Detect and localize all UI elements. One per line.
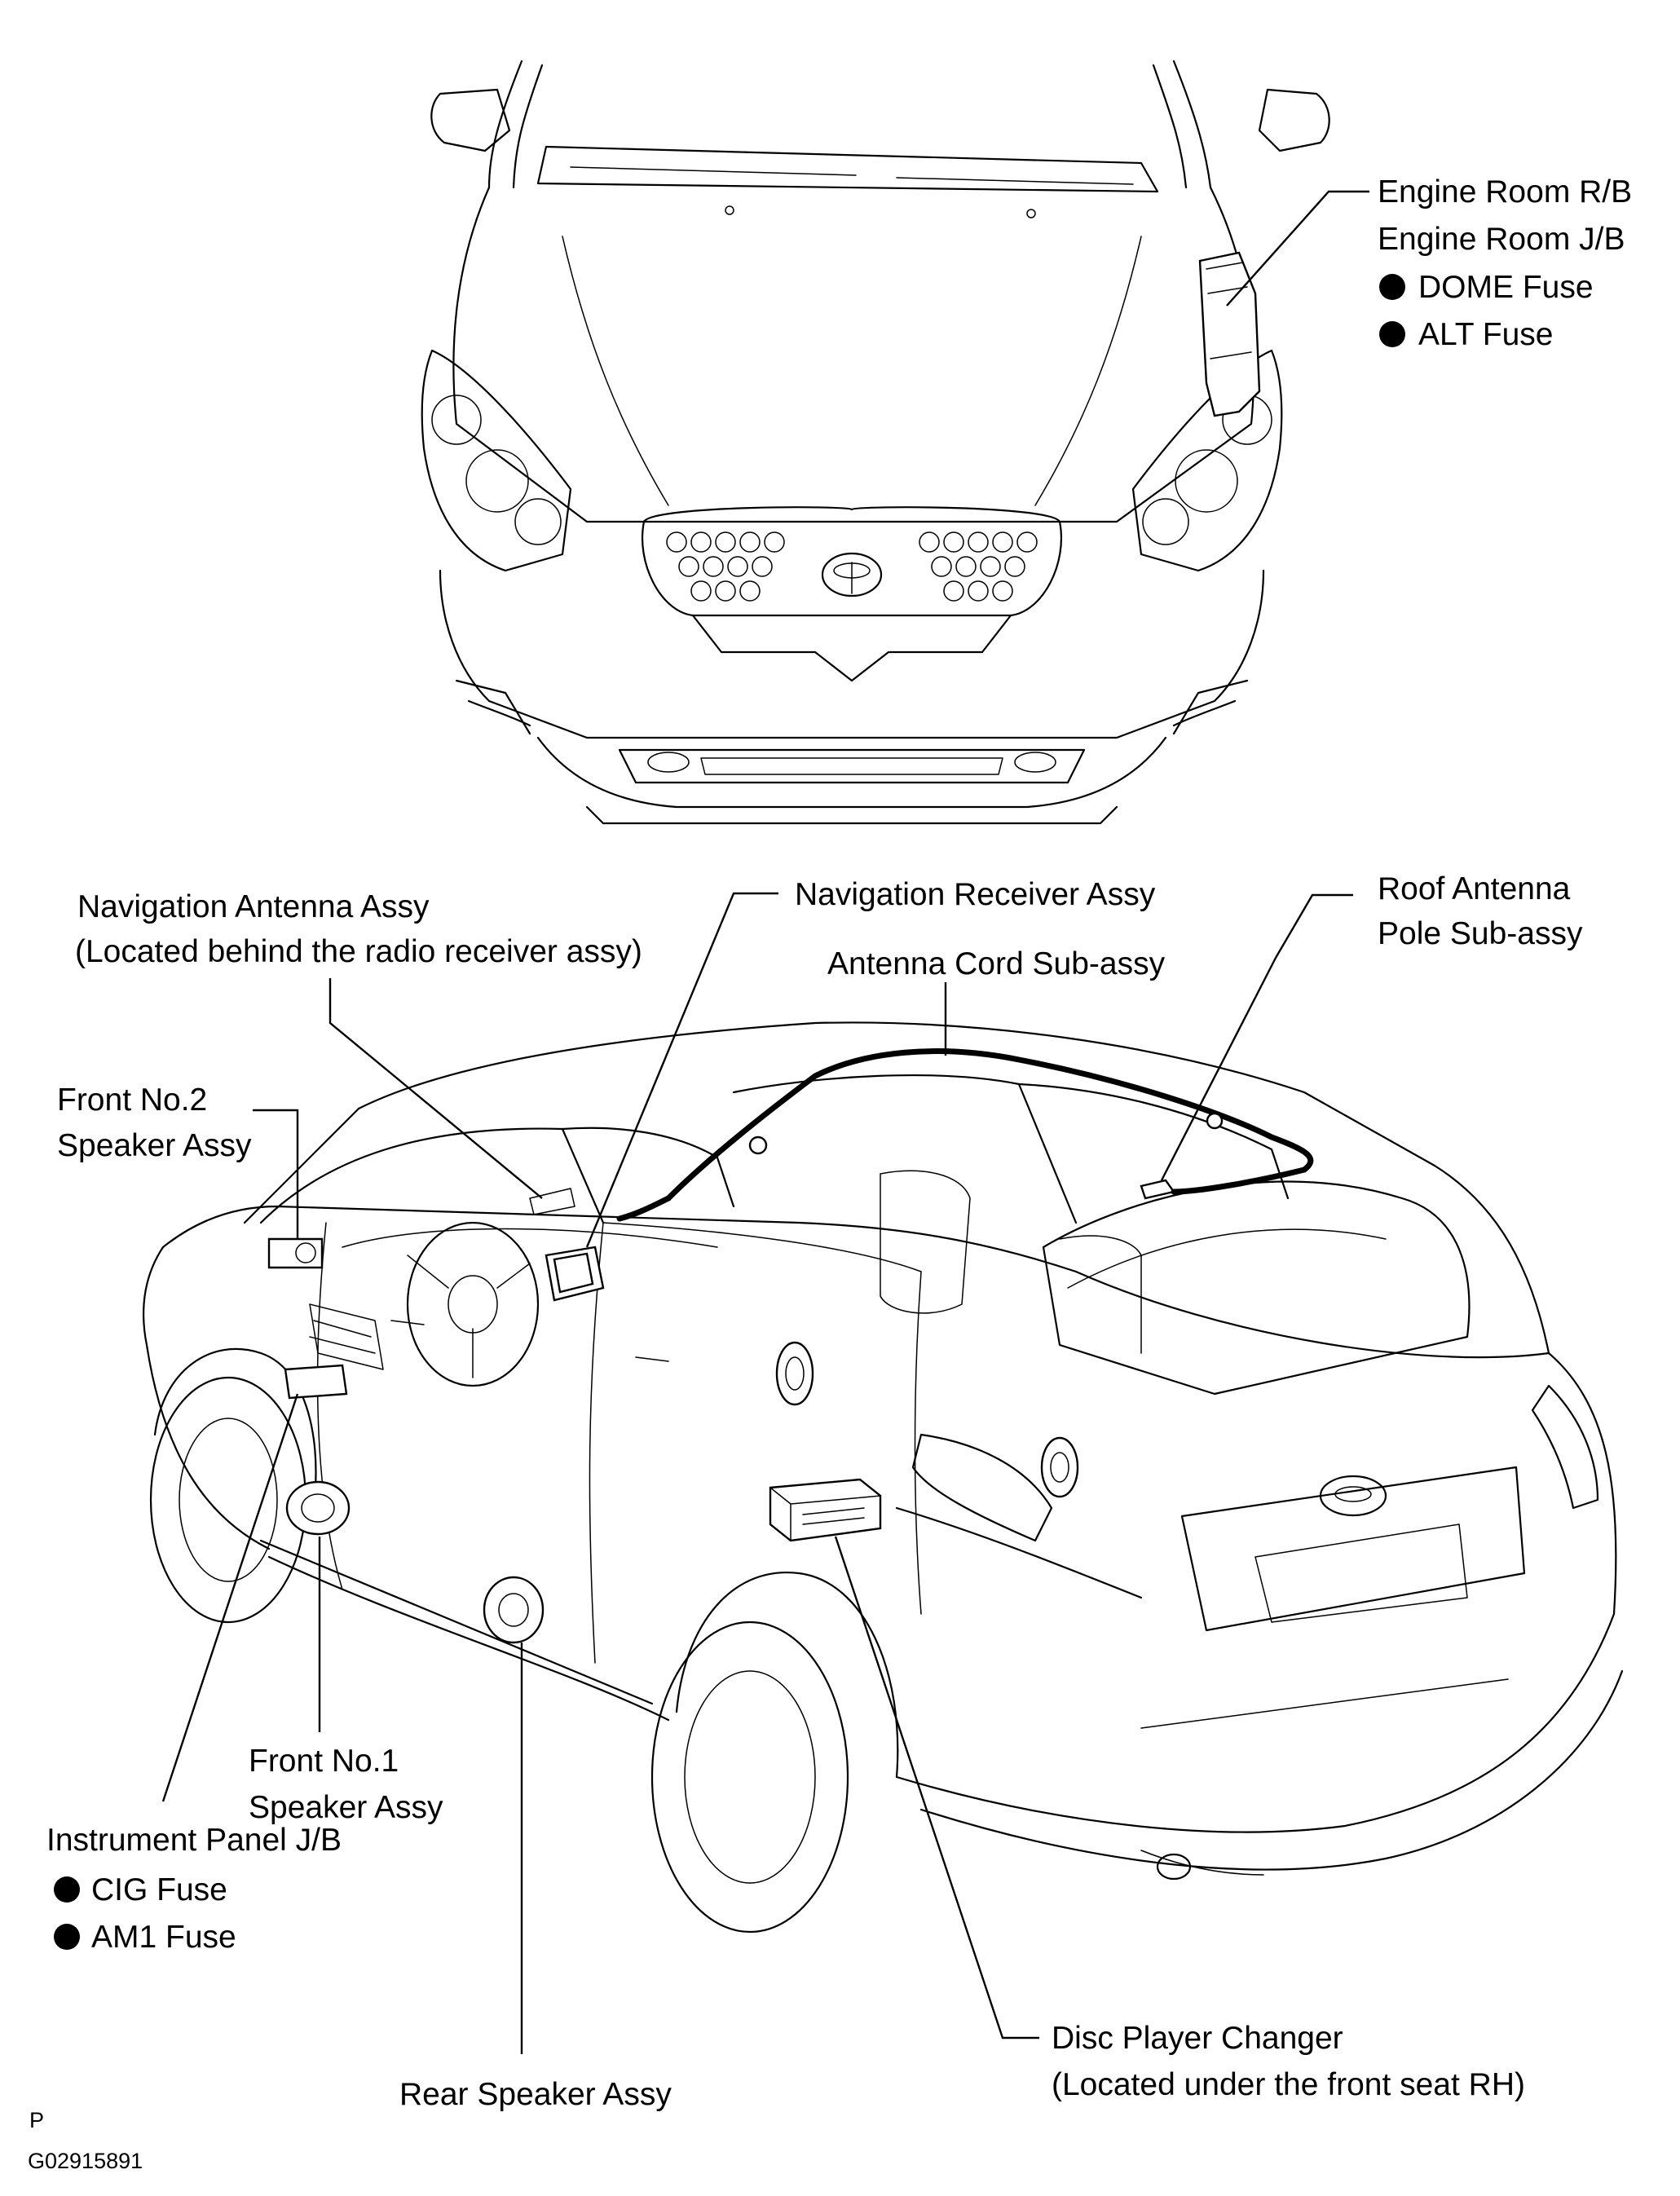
bullet-icon	[1379, 321, 1405, 347]
label-rear-speaker: Rear Speaker Assy	[399, 2077, 672, 2112]
label-am1-fuse: AM1 Fuse	[91, 1920, 236, 1955]
label-nav-receiver: Navigation Receiver Assy	[795, 877, 1156, 912]
label-nav-antenna-line1: Navigation Antenna Assy	[77, 889, 430, 924]
label-alt-fuse: ALT Fuse	[1418, 317, 1553, 352]
bullet-icon	[54, 1876, 80, 1903]
label-instrument-panel-jb: Instrument Panel J/B	[46, 1823, 342, 1858]
label-front-no1-line2: Speaker Assy	[249, 1790, 443, 1825]
label-nav-antenna-line2: (Located behind the radio receiver assy)	[75, 934, 642, 969]
label-disc-changer-line2: (Located under the front seat RH)	[1052, 2067, 1525, 2102]
label-roof-antenna-line1: Roof Antenna	[1378, 871, 1571, 906]
label-front-no2-line1: Front No.2	[57, 1083, 207, 1118]
label-front-no2-line2: Speaker Assy	[57, 1128, 252, 1163]
label-disc-changer-line1: Disc Player Changer	[1052, 2021, 1343, 2056]
label-antenna-cord: Antenna Cord Sub-assy	[827, 946, 1166, 981]
label-dome-fuse: DOME Fuse	[1418, 270, 1594, 305]
label-engine-room-jb: Engine Room J/B	[1378, 222, 1625, 257]
rear-three-quarter-vehicle-drawing	[142, 1021, 1624, 1934]
leader-lines	[161, 190, 1369, 2054]
label-roof-antenna-line2: Pole Sub-assy	[1378, 916, 1583, 951]
front-view-vehicle-drawing	[421, 60, 1330, 825]
figure-code: G02915891	[28, 2149, 143, 2173]
bullet-icon	[1379, 274, 1405, 300]
label-cig-fuse: CIG Fuse	[91, 1872, 227, 1907]
label-engine-room-rb: Engine Room R/B	[1378, 174, 1632, 209]
corner-code: P	[29, 2108, 44, 2132]
label-front-no1-line1: Front No.1	[249, 1744, 399, 1779]
component-labels: Engine Room R/B Engine Room J/B DOME Fus…	[28, 174, 1632, 2173]
bullet-icon	[54, 1924, 80, 1950]
